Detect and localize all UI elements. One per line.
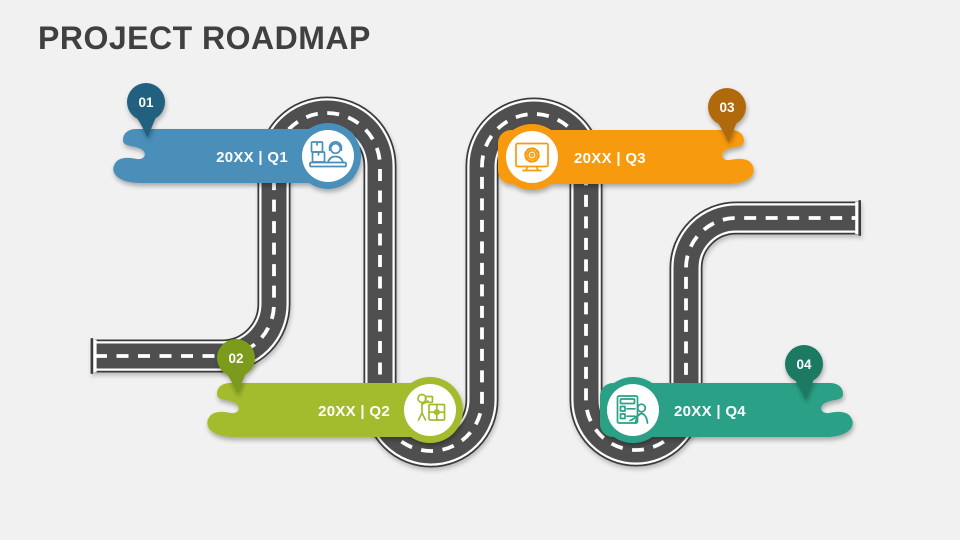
milestone-02-label: 20XX | Q2 <box>318 403 390 420</box>
milestone-01-banner <box>113 129 356 183</box>
milestone-03-pin-number: 03 <box>719 100 735 115</box>
road-end-cap-right-line <box>855 201 859 235</box>
person-body <box>634 412 649 424</box>
pin-head <box>708 88 746 126</box>
monitor-stand <box>522 165 542 172</box>
milestone-02: 20XX | Q2 02 <box>207 339 463 443</box>
road-end-cap-left-line <box>93 339 97 373</box>
road-center-dashes <box>95 111 858 453</box>
milestone-01-label: 20XX | Q1 <box>216 149 288 166</box>
writing-arm <box>629 413 641 422</box>
milestone-04-pin-number: 04 <box>796 357 812 372</box>
milestone-01-pin-number: 01 <box>138 95 154 110</box>
team-puzzle-icon <box>417 393 446 421</box>
milestone-02-pin-number: 02 <box>228 351 243 366</box>
checkbox-1 <box>619 405 626 412</box>
checkbox-2 <box>619 413 626 420</box>
monitor-gear-icon <box>515 142 549 172</box>
person-head <box>329 142 342 155</box>
milestone-04-pin: 04 <box>785 345 823 400</box>
road-end-cap-left <box>90 338 94 374</box>
pin-head <box>127 83 165 121</box>
monitor-frame <box>515 142 549 168</box>
milestone-03: 20XX | Q3 03 <box>498 88 754 190</box>
puzzle-knob <box>433 409 440 416</box>
milestone-02-pin: 02 <box>217 339 255 394</box>
person-body <box>417 400 429 421</box>
person-shoulders <box>327 155 344 164</box>
held-piece <box>424 395 434 404</box>
milestone-03-pin: 03 <box>708 88 746 143</box>
milestone-02-banner <box>207 383 455 437</box>
box-flaps <box>316 141 320 156</box>
pin-head <box>217 339 255 377</box>
milestone-04-icon-circle <box>607 384 659 436</box>
pin-tail <box>716 120 738 143</box>
checklist-lines <box>626 407 636 418</box>
gear-teeth <box>524 147 540 163</box>
gear-hub <box>529 152 535 158</box>
pin-tail <box>135 115 157 138</box>
support-desk-icon <box>309 141 347 168</box>
puzzle-lines <box>428 403 446 421</box>
milestone-01: 20XX | Q1 01 <box>113 83 361 189</box>
milestone-01-icon-circle <box>302 130 354 182</box>
gear-body <box>526 149 538 161</box>
pin-tail <box>793 377 815 400</box>
milestone-03-label: 20XX | Q3 <box>574 150 646 167</box>
person-head <box>636 403 647 413</box>
headset <box>328 141 343 152</box>
milestone-02-icon-circle <box>404 384 456 436</box>
checklist-person-icon <box>616 395 649 424</box>
milestone-04-banner <box>600 383 853 437</box>
milestone-04-label: 20XX | Q4 <box>674 403 746 420</box>
milestone-04: 20XX | Q4 04 <box>600 345 853 443</box>
page-title: PROJECT ROADMAP <box>38 20 371 56</box>
milestone-01-pin: 01 <box>127 83 165 138</box>
desk <box>309 161 347 168</box>
doc-header <box>619 398 636 405</box>
pin-head <box>785 345 823 383</box>
road-end-cap-right <box>858 200 861 236</box>
pin-tail <box>225 371 247 394</box>
